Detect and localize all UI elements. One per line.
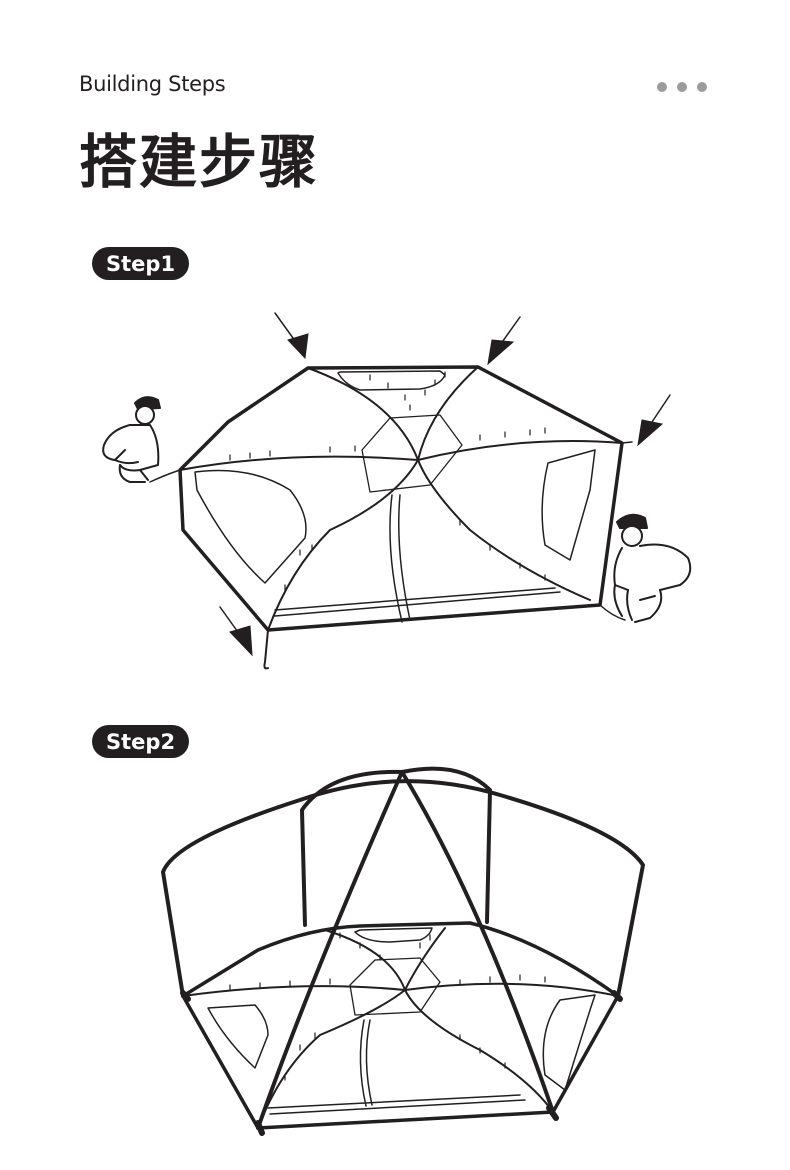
arrow-down-left-icon bbox=[637, 419, 664, 447]
step2-badge: Step2 bbox=[92, 725, 190, 758]
ellipsis-icon[interactable] bbox=[657, 82, 707, 92]
dome-pole bbox=[300, 766, 492, 927]
arrow-down-right-icon bbox=[287, 333, 309, 360]
arrow-down-right-icon bbox=[229, 625, 253, 657]
person-right bbox=[613, 513, 692, 623]
page-title: 搭建步骤 bbox=[79, 128, 320, 196]
page-subtitle: Building Steps bbox=[79, 72, 226, 96]
tent-outline bbox=[178, 365, 624, 632]
step2-tent-illustration bbox=[161, 766, 645, 1136]
tent-outline bbox=[181, 921, 620, 1130]
step1-tent-illustration bbox=[102, 312, 692, 670]
person-left bbox=[102, 396, 161, 483]
step1-badge: Step1 bbox=[92, 247, 190, 280]
dot bbox=[657, 82, 667, 92]
dot bbox=[697, 82, 707, 92]
dot bbox=[677, 82, 687, 92]
arrow-down-left-icon bbox=[487, 339, 515, 366]
